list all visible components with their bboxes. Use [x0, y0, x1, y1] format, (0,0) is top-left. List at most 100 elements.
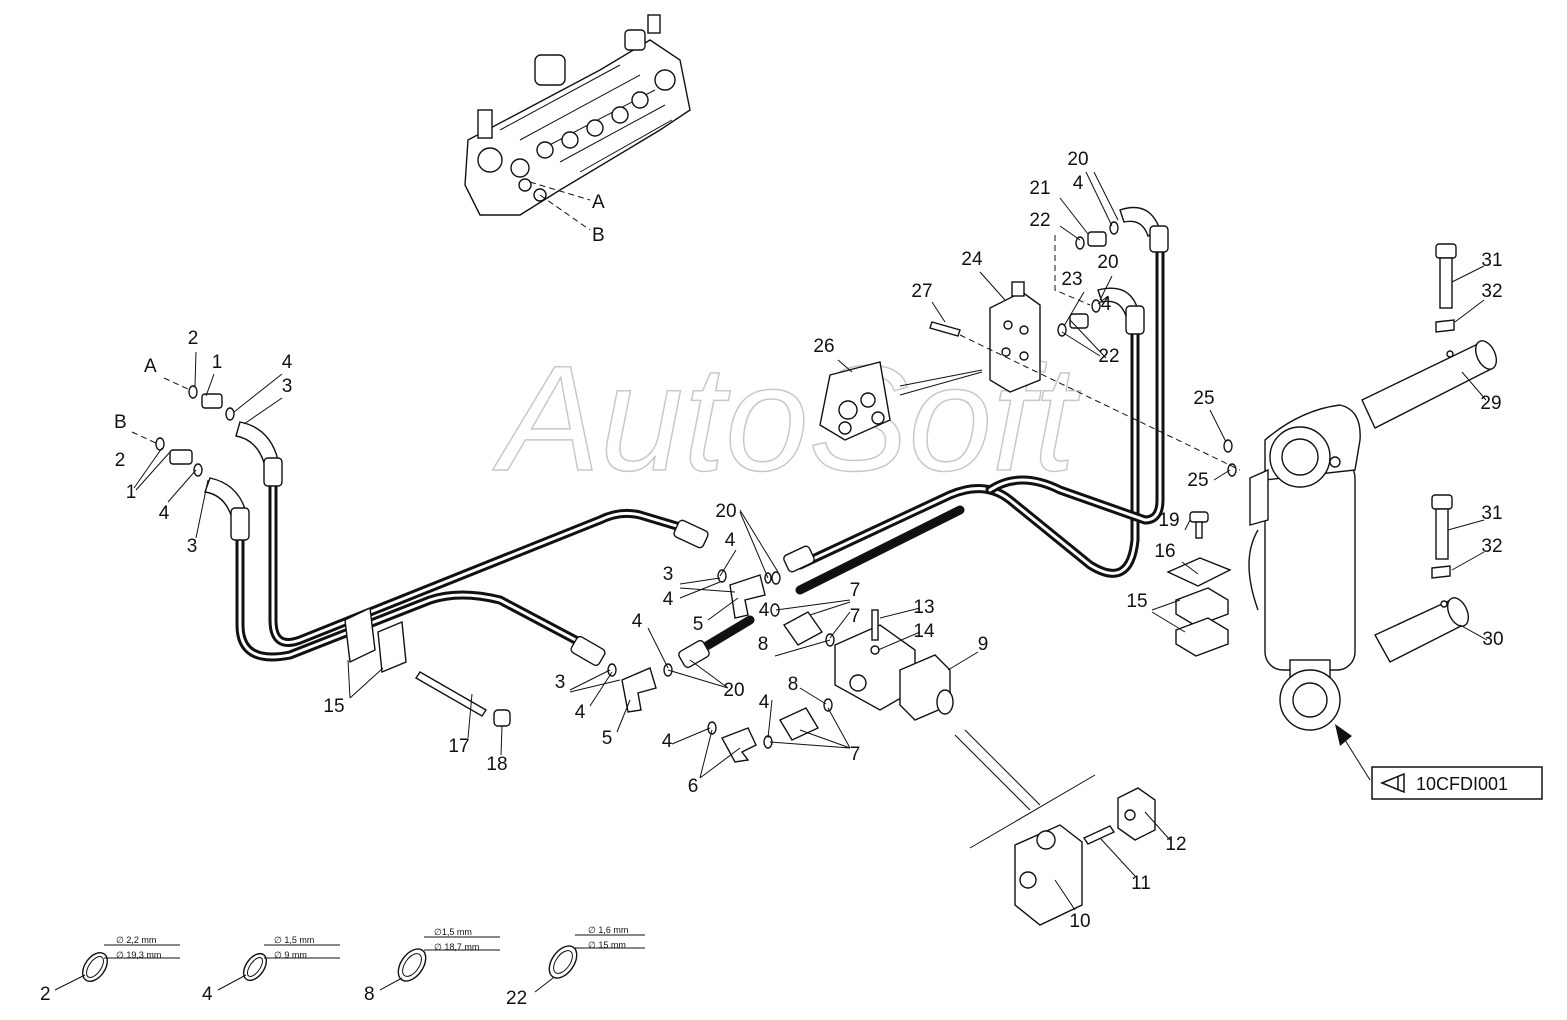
seal-legend: 2 ∅ 2,2 mm ∅ 19,3 mm 4 ∅ 1,5 mm ∅ 9 mm 8…: [40, 925, 645, 1009]
callout-4: 4: [759, 692, 770, 713]
leader-lines: [133, 171, 1488, 911]
callout-26: 26: [813, 336, 834, 357]
reference-arrow: [1335, 724, 1371, 781]
reference-box[interactable]: 10CFDI001: [1371, 766, 1543, 800]
callout-6: 6: [688, 776, 699, 797]
pin-lower: [1374, 597, 1470, 663]
seal-dim-8a: ∅1,5 mm: [434, 927, 472, 937]
port-label-a-left: A: [144, 356, 157, 377]
bolt-upper: [1435, 243, 1457, 333]
seal-dim-2b: ∅ 19,3 mm: [116, 950, 161, 960]
callout-25: 25: [1187, 470, 1208, 491]
callout-7: 7: [850, 606, 861, 627]
callout-5: 5: [693, 614, 704, 635]
reference-label: 10CFDI001: [1416, 774, 1508, 794]
seal-dim-4a: ∅ 1,5 mm: [274, 935, 314, 945]
callout-10: 10: [1069, 911, 1090, 932]
small-fittings: [155, 221, 1237, 763]
callout-30: 30: [1482, 629, 1503, 650]
callout-19: 19: [1158, 510, 1179, 531]
hose-clamp-right: [1166, 557, 1232, 657]
callout-4: 4: [575, 702, 586, 723]
callout-3: 3: [187, 536, 198, 557]
hose-clamp-left: [344, 606, 407, 674]
screw-19-shank: [1195, 521, 1203, 539]
seal-dim-4b: ∅ 9 mm: [274, 950, 307, 960]
gasket-plate: [819, 361, 891, 441]
seal-part-8: 8: [364, 984, 375, 1005]
seal-dim-2a: ∅ 2,2 mm: [116, 935, 156, 945]
callout-20: 20: [1097, 252, 1118, 273]
port-label-b-left: B: [114, 412, 127, 433]
solenoid-valve: [834, 609, 954, 721]
callout-4: 4: [282, 352, 293, 373]
callout-4: 4: [1101, 294, 1112, 315]
callout-21: 21: [1029, 178, 1050, 199]
callout-15: 15: [1126, 591, 1147, 612]
callout-2: 2: [188, 328, 199, 349]
callout-4: 4: [1073, 173, 1084, 194]
callout-25: 25: [1193, 388, 1214, 409]
callout-11: 11: [1131, 873, 1151, 894]
callout-32: 32: [1481, 281, 1502, 302]
callout-7: 7: [850, 580, 861, 601]
callout-20: 20: [1067, 149, 1088, 170]
callout-4: 4: [662, 731, 673, 752]
callout-29: 29: [1480, 393, 1501, 414]
pin-upper: [1361, 340, 1498, 429]
hose-fittings: [204, 206, 1169, 669]
callout-31: 31: [1481, 503, 1502, 524]
seal-part-4: 4: [202, 984, 213, 1005]
callout-4: 4: [159, 503, 170, 524]
callout-3: 3: [282, 376, 293, 397]
seal-detail-8: 8 ∅1,5 mm ∅ 18,7 mm: [364, 927, 500, 1005]
callout-22: 22: [1029, 210, 1050, 231]
callout-8: 8: [788, 674, 799, 695]
hydraulic-cylinder: [1248, 404, 1361, 731]
callout-12: 12: [1165, 834, 1186, 855]
callout-23: 23: [1061, 269, 1082, 290]
callout-1: 1: [126, 482, 137, 503]
bolt-lower: [1431, 494, 1453, 579]
callout-3: 3: [555, 672, 566, 693]
callout-5: 5: [602, 728, 613, 749]
watermark: AutoSoft: [492, 334, 1081, 502]
control-valve-assembly: [464, 14, 691, 231]
callout-31: 31: [1481, 250, 1502, 271]
seal-detail-4: 4 ∅ 1,5 mm ∅ 9 mm: [202, 935, 340, 1005]
callout-3: 3: [663, 564, 674, 585]
stud-bolt: [415, 671, 487, 717]
seal-part-22: 22: [506, 988, 527, 1009]
nut: [493, 709, 511, 727]
callout-4: 4: [632, 611, 643, 632]
callout-9: 9: [978, 634, 989, 655]
seal-dim-22b: ∅ 15 mm: [588, 940, 626, 950]
callout-7: 7: [850, 744, 861, 765]
callout-20: 20: [723, 680, 744, 701]
seal-dim-22a: ∅ 1,6 mm: [588, 925, 628, 935]
screw-19: [1189, 511, 1209, 523]
valve-detail: [1014, 787, 1156, 926]
callout-4: 4: [663, 589, 674, 610]
callout-14: 14: [913, 621, 935, 642]
callout-24: 24: [961, 249, 983, 270]
callout-1: 1: [212, 352, 223, 373]
seal-detail-22: 22 ∅ 1,6 mm ∅ 15 mm: [506, 925, 645, 1009]
callout-32: 32: [1481, 536, 1502, 557]
port-label-a: A: [592, 192, 605, 213]
callout-8: 8: [758, 634, 769, 655]
seal-dim-8b: ∅ 18,7 mm: [434, 942, 479, 952]
seal-detail-2: 2 ∅ 2,2 mm ∅ 19,3 mm: [40, 935, 180, 1005]
callout-4: 4: [759, 600, 770, 621]
callout-13: 13: [913, 597, 934, 618]
callout-18: 18: [486, 754, 507, 775]
callout-15: 15: [323, 696, 344, 717]
port-label-b: B: [592, 225, 605, 246]
callout-20: 20: [715, 501, 736, 522]
callout-27: 27: [911, 281, 932, 302]
callout-22: 22: [1098, 346, 1119, 367]
callout-17: 17: [448, 736, 469, 757]
callout-4: 4: [725, 530, 736, 551]
